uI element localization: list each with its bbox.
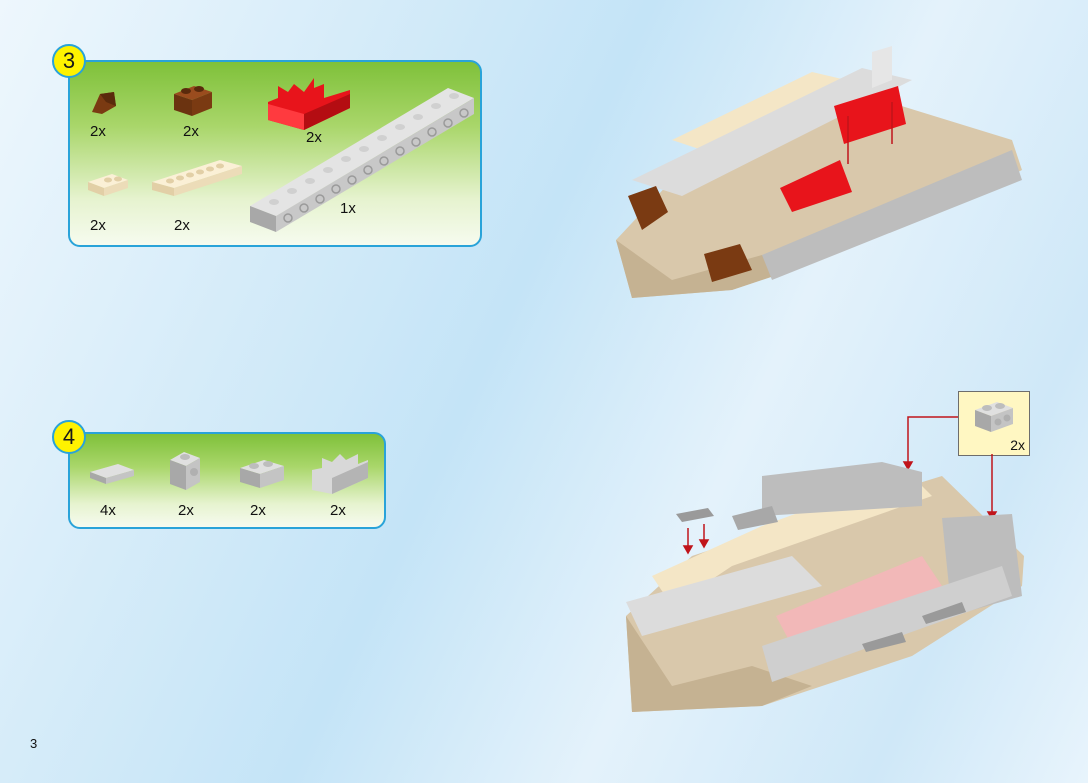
page-number: 3: [30, 736, 38, 751]
gray-wall-piece-icon: [312, 454, 368, 494]
gray-brick-with-studs-on-side-icon: [170, 452, 200, 490]
qty-label: 2x: [306, 129, 322, 146]
brown-slope-brick-icon: [92, 92, 116, 114]
gray-1x2-brick-icon: [240, 460, 284, 488]
qty-label: 2x: [250, 502, 266, 519]
qty-label: 1x: [340, 200, 356, 217]
parts-callout-box: 2x: [958, 391, 1030, 456]
qty-label: 2x: [178, 502, 194, 519]
step-4-parts-panel: 4x 2x 2x 2x: [68, 432, 386, 529]
tan-long-plate-icon: [152, 160, 242, 196]
qty-label: 4x: [100, 502, 116, 519]
gray-brick-with-studs-on-side-icon: [975, 402, 1013, 432]
qty-label: 2x: [174, 217, 190, 234]
step-4-ship-model: [626, 416, 1024, 712]
qty-label: 2x: [90, 123, 106, 140]
qty-label: 2x: [330, 502, 346, 519]
tan-curved-plate-icon: [88, 174, 128, 196]
callout-arrows: [682, 416, 998, 555]
brown-1x2-brick-icon: [174, 86, 212, 116]
qty-label: 2x: [183, 123, 199, 140]
gray-technic-beam-icon: [250, 88, 474, 232]
gray-tile-icon: [90, 464, 134, 484]
qty-label: 2x: [1010, 437, 1025, 453]
step-3-ship-model: [616, 46, 1022, 298]
red-wall-piece-icon: [268, 78, 350, 130]
step-number-badge: 4: [52, 420, 86, 454]
step-number-badge: 3: [52, 44, 86, 78]
step-3-parts-panel: 2x 2x 2x 2x 2x: [68, 60, 482, 247]
qty-label: 2x: [90, 217, 106, 234]
